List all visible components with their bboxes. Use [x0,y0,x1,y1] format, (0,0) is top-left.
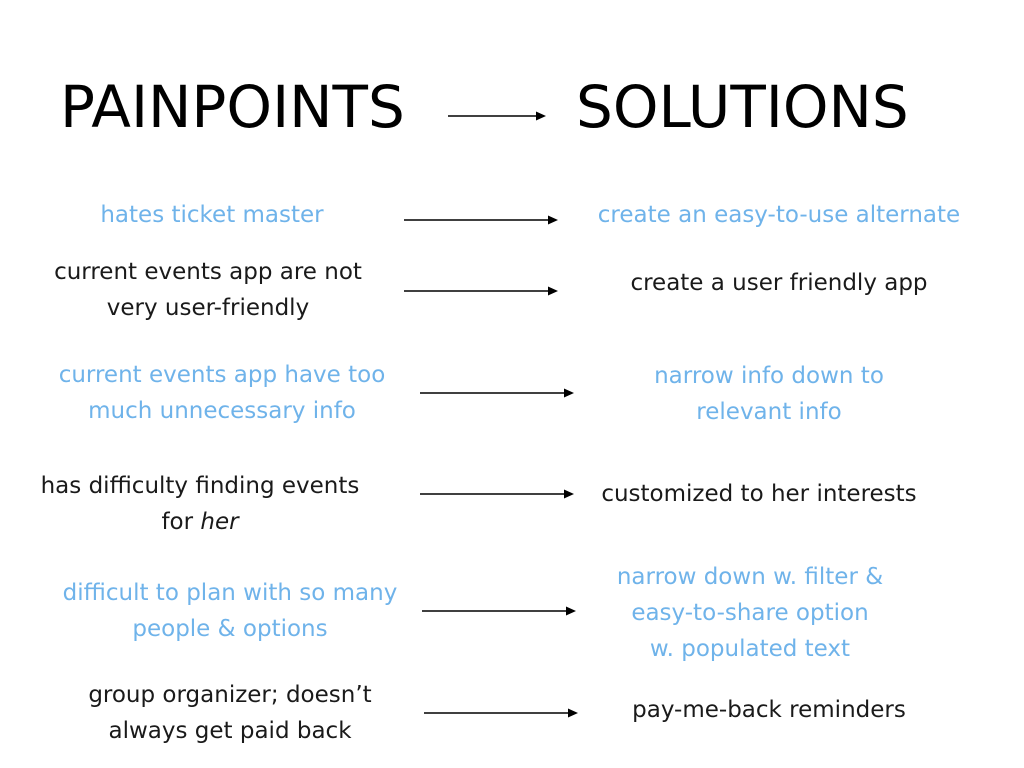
row-1-arrow-icon [404,214,560,226]
row-6-arrow-icon [424,707,580,719]
solution-5-line-3: w. populated text [649,636,851,662]
solution-6: pay-me-back reminders [594,692,944,728]
painpoint-4: has difficulty finding events for her [20,468,380,540]
painpoint-3: current events app have too much unneces… [42,357,402,429]
painpoint-5: difficult to plan with so many people & … [50,575,410,647]
solution-2: create a user friendly app [604,265,954,301]
painpoint-6: group organizer; doesn’t always get paid… [50,677,410,749]
solution-6-line-1: pay-me-back reminders [632,697,906,723]
solution-5-line-1: narrow down w. filter & [616,564,884,590]
painpoint-3-line-1: current events app have too [58,362,386,388]
painpoint-3-line-2: much unnecessary info [88,398,356,424]
painpoint-4-line-2-text: for [161,509,201,535]
painpoint-4-line-2: for her [20,504,380,540]
solution-3-line-1: narrow info down to [654,363,884,389]
painpoint-6-line-1: group organizer; doesn’t [88,682,372,708]
solution-4: customized to her interests [584,476,934,512]
painpoint-2-line-2: very user-friendly [106,295,310,321]
solution-1-line-1: create an easy-to-use alternate [597,202,961,228]
painpoint-2-line-1: current events app are not [54,259,362,285]
solution-3: narrow info down to relevant info [619,358,919,430]
row-4-arrow-icon [420,488,576,500]
solution-2-line-1: create a user friendly app [630,270,928,296]
painpoints-heading: PAINPOINTS [60,73,405,141]
painpoint-1: hates ticket master [60,197,364,233]
solution-4-line-1: customized to her interests [601,481,917,507]
heading-arrow-icon [448,110,548,122]
painpoint-2: current events app are not very user-fri… [30,254,386,326]
solution-5-line-2: easy-to-share option [631,600,869,626]
painpoint-6-line-2: always get paid back [108,718,352,744]
row-5-arrow-icon [422,605,578,617]
row-3-arrow-icon [420,387,576,399]
solution-3-line-2: relevant info [696,399,842,425]
solution-1: create an easy-to-use alternate [589,197,969,233]
painpoint-5-line-2: people & options [132,616,328,642]
painpoint-4-line-1: has difficulty finding events [40,473,360,499]
solution-5: narrow down w. filter & easy-to-share op… [600,559,900,667]
painpoint-5-line-1: difficult to plan with so many [62,580,398,606]
solutions-heading: SOLUTIONS [576,73,909,141]
row-2-arrow-icon [404,285,560,297]
painpoint-4-emphasis: her [200,509,239,535]
painpoint-1-line-1: hates ticket master [100,202,324,228]
